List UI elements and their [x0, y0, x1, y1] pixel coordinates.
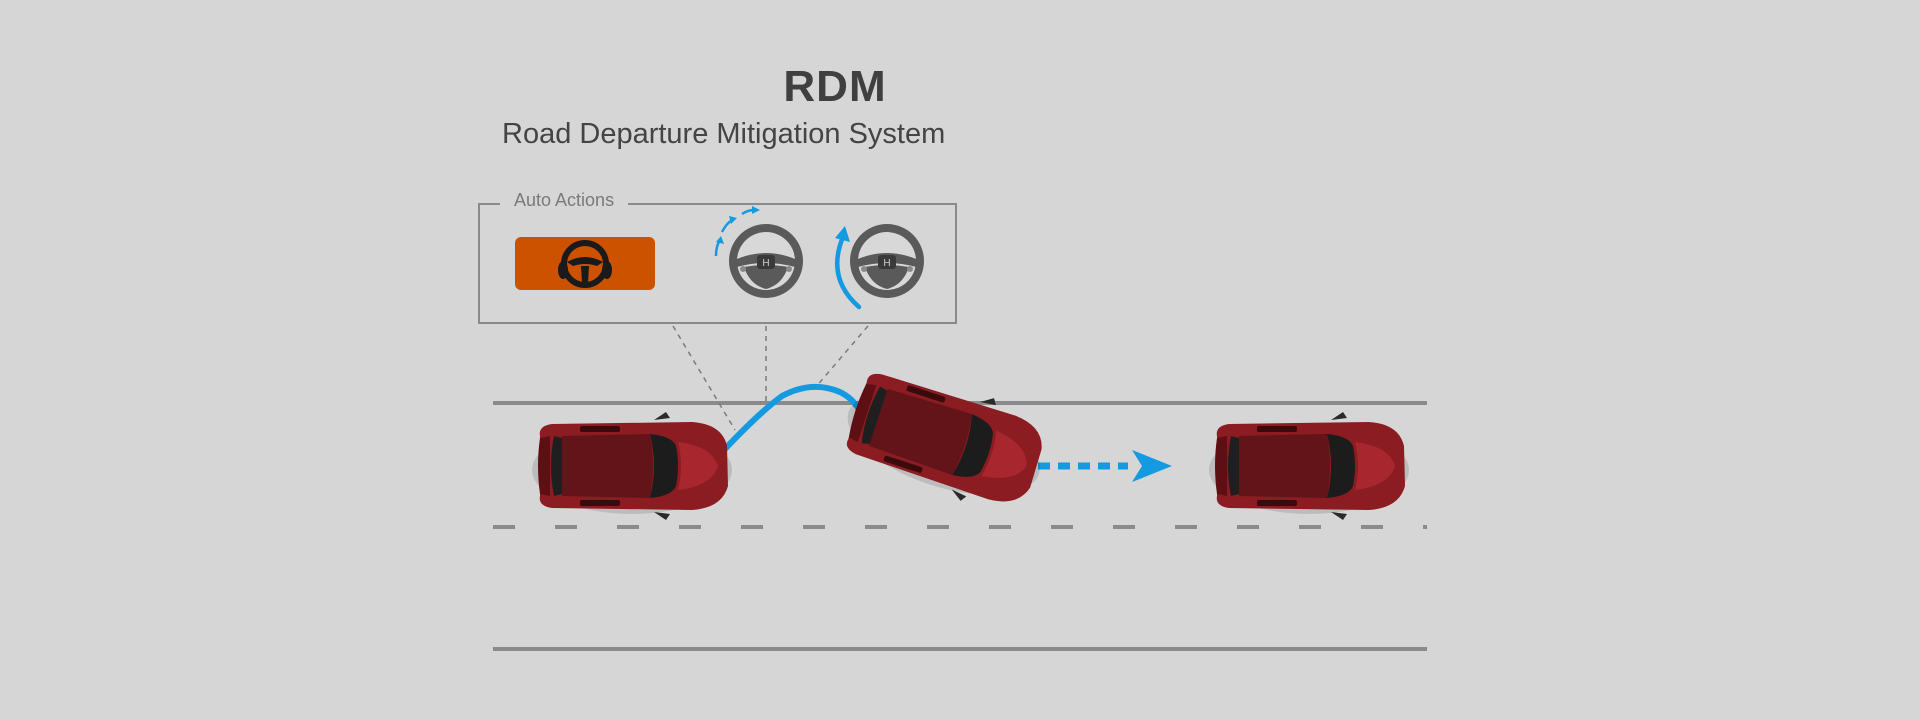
page-title: RDM: [783, 62, 887, 111]
steering-wheel-assist-icon: [729, 224, 803, 298]
correction-arrow: [835, 234, 862, 310]
direction-arrow-head: [1132, 450, 1172, 482]
vehicle-path: [721, 383, 861, 453]
steering-vibration-indicator: [515, 237, 655, 290]
steering-wheel-correction-icon: [850, 224, 924, 298]
auto-actions-label: Auto Actions: [500, 190, 629, 211]
auto-actions-panel: [478, 203, 957, 324]
callout-line-1: [672, 325, 736, 431]
callout-line-3: [814, 325, 869, 389]
page-subtitle: Road Departure Mitigation System: [502, 118, 946, 150]
car-start: [532, 412, 732, 520]
car-corrected: [1209, 412, 1409, 520]
steering-wheel-vibration-icon: [558, 240, 612, 288]
car-departing: [833, 356, 1057, 522]
